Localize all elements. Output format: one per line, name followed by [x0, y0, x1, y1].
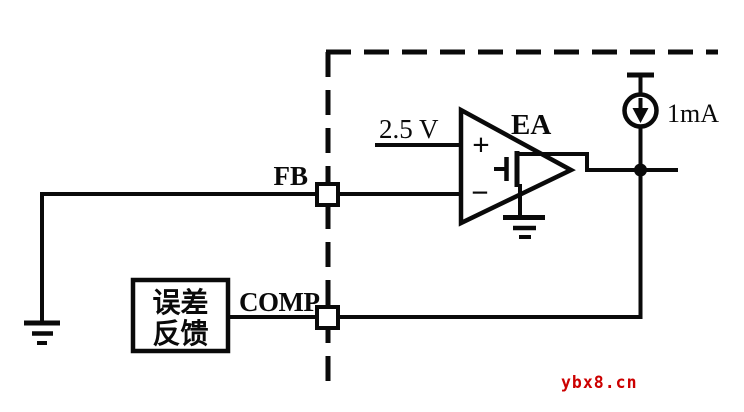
ground-left-icon [24, 320, 60, 345]
feedback-block-box [130, 277, 231, 354]
ic-boundary-dashed-box [325, 49, 718, 392]
plus-input-label: + [472, 127, 490, 162]
op-amp: + − [458, 106, 576, 227]
current-source-icon [622, 72, 659, 129]
amplifier-label: EA [511, 109, 551, 141]
fb-terminal-icon [315, 182, 340, 207]
minus-input-label: − [471, 175, 489, 210]
ground-amp-icon [503, 215, 545, 239]
feedback-block-label-line2: 反馈 [152, 318, 208, 350]
current-source-circle [622, 92, 659, 129]
watermark-text: ybx8.cn [561, 373, 638, 392]
drain-output-wire [517, 152, 678, 172]
comp-pin-label: COMP [239, 287, 319, 317]
reference-voltage-label: 2.5 V [379, 114, 439, 144]
current-source-label: 1mA [667, 99, 719, 128]
comp-terminal-icon [315, 305, 340, 330]
op-amp-triangle-icon [458, 106, 576, 227]
feedback-block-label-line1: 误差 [152, 286, 208, 319]
junction-dot-icon [634, 163, 647, 177]
comp-wire [228, 168, 643, 319]
mosfet-icon [494, 151, 520, 187]
current-source-arrow-head [632, 108, 649, 123]
feedback-block: 误差 反馈 [130, 277, 231, 354]
fb-pin-label: FB [273, 161, 308, 191]
wires [40, 75, 678, 323]
